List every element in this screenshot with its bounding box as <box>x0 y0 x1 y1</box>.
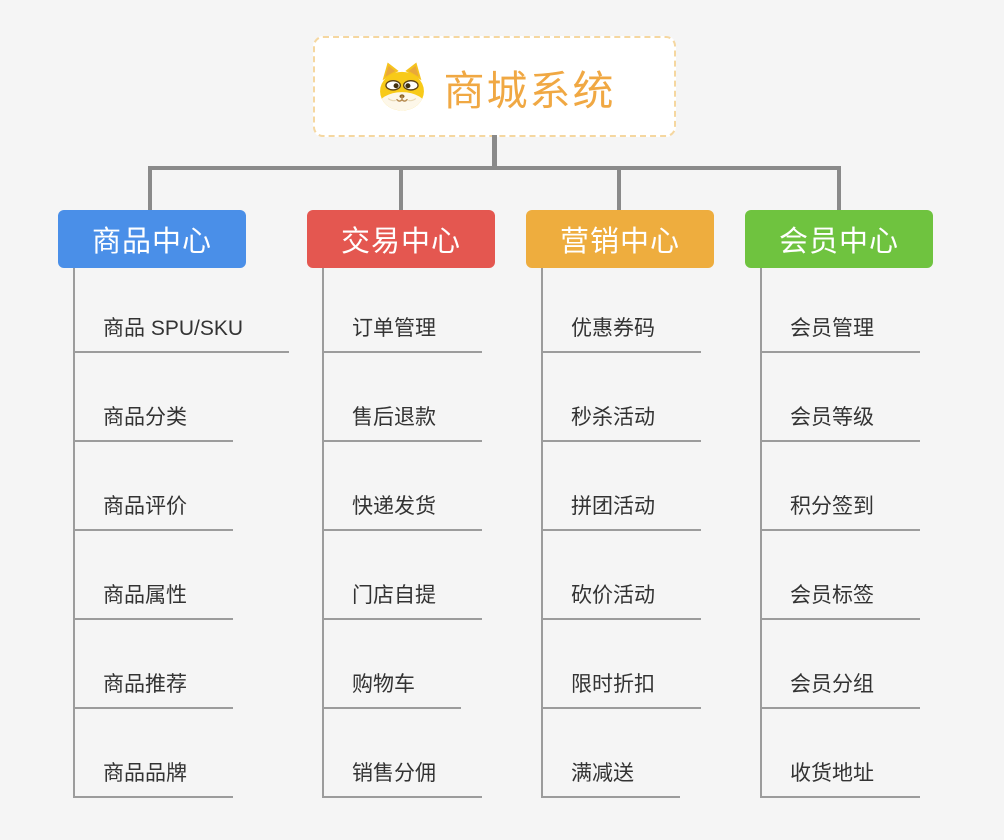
connector-drop-trade <box>399 169 403 210</box>
leaf-node[interactable]: 商品分类 <box>73 353 233 442</box>
branch-items-trade-center: 订单管理 售后退款 快递发货 门店自提 购物车 销售分佣 <box>322 268 482 798</box>
doge-icon <box>379 62 424 111</box>
leaf-node[interactable]: 商品品牌 <box>73 709 233 798</box>
leaf-node[interactable]: 满减送 <box>541 709 680 798</box>
leaf-node[interactable]: 商品评价 <box>73 442 233 531</box>
branch-label: 商品中心 <box>91 226 212 258</box>
connector-root-stub <box>492 135 497 168</box>
leaf-node[interactable]: 拼团活动 <box>541 442 701 531</box>
leaf-node[interactable]: 快递发货 <box>322 442 482 531</box>
leaf-node[interactable]: 门店自提 <box>322 531 482 620</box>
leaf-node[interactable]: 积分签到 <box>760 442 920 531</box>
leaf-node[interactable]: 会员标签 <box>760 531 920 620</box>
branch-items-member-center: 会员管理 会员等级 积分签到 会员标签 会员分组 收货地址 <box>760 268 920 798</box>
branch-label: 交易中心 <box>340 226 461 258</box>
branch-label: 营销中心 <box>559 226 680 258</box>
leaf-node[interactable]: 商品 SPU/SKU <box>73 268 290 353</box>
branch-items-product-center: 商品 SPU/SKU 商品分类 商品评价 商品属性 商品推荐 商品品牌 <box>73 268 290 798</box>
root-title: 商城系统 <box>443 67 616 114</box>
leaf-node[interactable]: 售后退款 <box>322 353 482 442</box>
leaf-node[interactable]: 优惠券码 <box>541 268 701 353</box>
leaf-node[interactable]: 收货地址 <box>760 709 920 798</box>
leaf-node[interactable]: 销售分佣 <box>322 709 482 798</box>
leaf-node[interactable]: 商品推荐 <box>73 620 233 709</box>
leaf-node[interactable]: 会员等级 <box>760 353 920 442</box>
root-node[interactable]: 商城系统 <box>313 36 676 137</box>
leaf-node[interactable]: 商品属性 <box>73 531 233 620</box>
connector-drop-marketing <box>617 169 621 210</box>
branch-node-marketing-center[interactable]: 营销中心 <box>526 210 714 268</box>
leaf-node[interactable]: 限时折扣 <box>541 620 701 709</box>
connector-trunk <box>148 166 841 170</box>
branch-node-product-center[interactable]: 商品中心 <box>58 210 246 268</box>
branch-node-trade-center[interactable]: 交易中心 <box>307 210 495 268</box>
branch-node-member-center[interactable]: 会员中心 <box>745 210 933 268</box>
branch-items-marketing-center: 优惠券码 秒杀活动 拼团活动 砍价活动 限时折扣 满减送 <box>541 268 701 798</box>
connector-drop-product <box>148 169 152 210</box>
leaf-node[interactable]: 购物车 <box>322 620 461 709</box>
leaf-node[interactable]: 秒杀活动 <box>541 353 701 442</box>
connector-drop-member <box>837 169 841 210</box>
leaf-node[interactable]: 会员分组 <box>760 620 920 709</box>
leaf-node[interactable]: 砍价活动 <box>541 531 701 620</box>
leaf-node[interactable]: 会员管理 <box>760 268 920 353</box>
leaf-node[interactable]: 订单管理 <box>322 268 482 353</box>
branch-label: 会员中心 <box>778 226 899 258</box>
